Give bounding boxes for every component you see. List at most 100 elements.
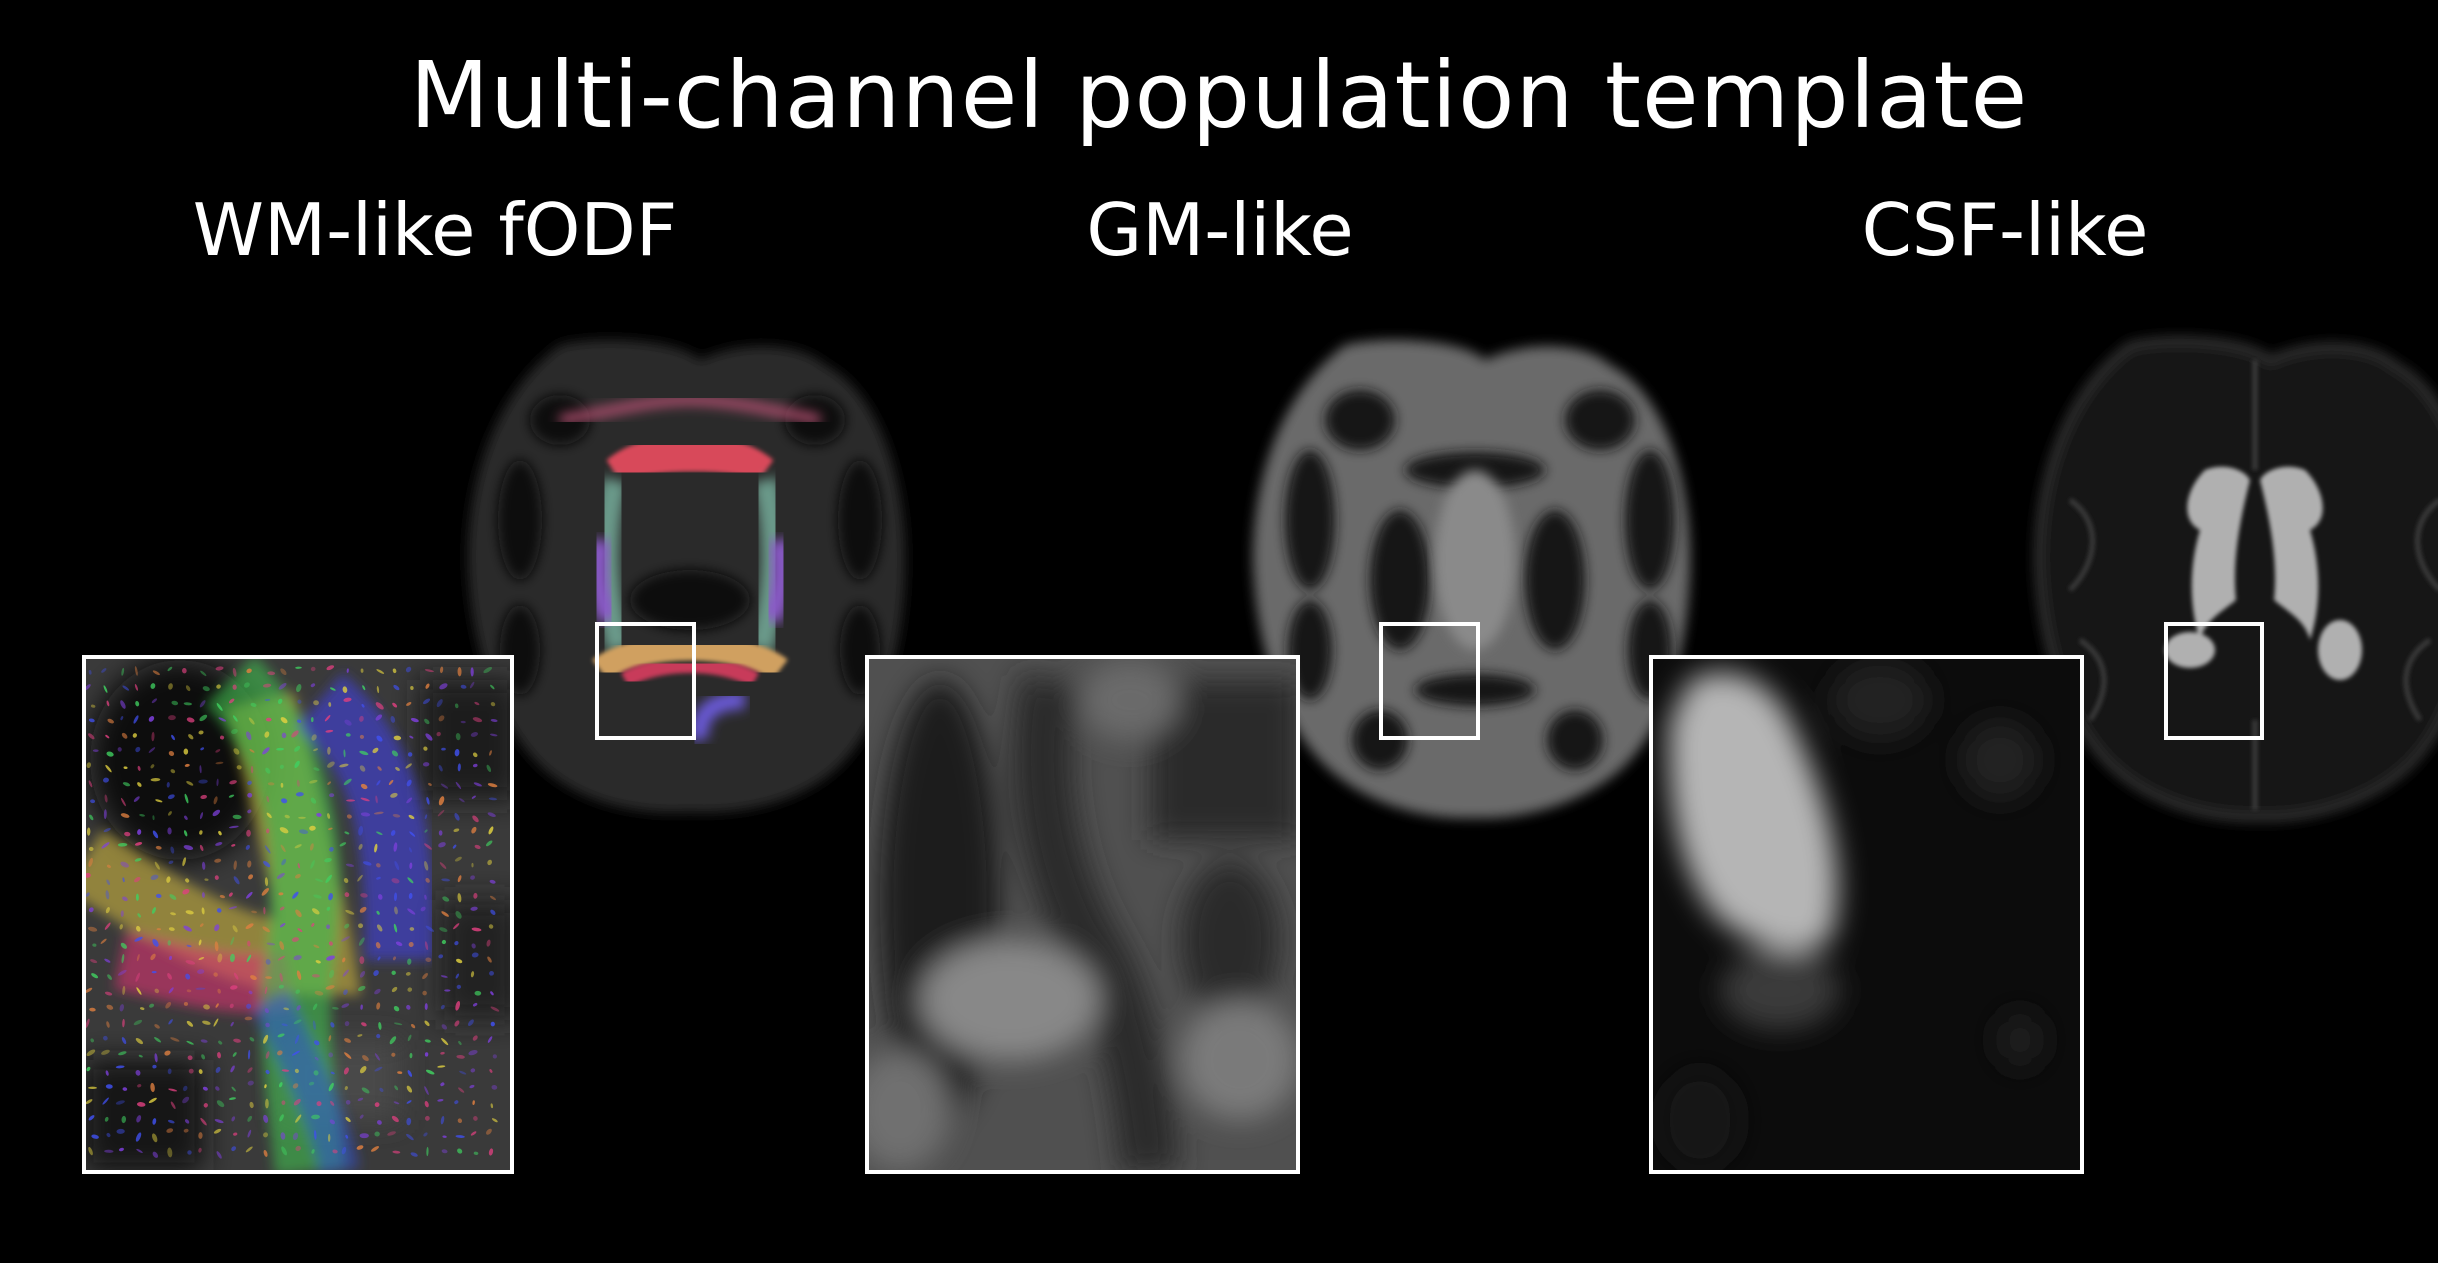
fodf-glyph	[375, 714, 383, 721]
fodf-glyph	[246, 731, 252, 741]
fodf-glyph	[137, 1084, 142, 1088]
fodf-glyph	[265, 1069, 270, 1075]
fodf-glyph	[359, 1066, 367, 1074]
fodf-glyph	[215, 749, 221, 753]
fodf-glyph	[199, 700, 206, 708]
fodf-glyph	[345, 1100, 351, 1105]
fodf-glyph	[330, 1022, 335, 1028]
fodf-glyph	[88, 670, 92, 675]
fodf-glyph	[280, 1132, 286, 1140]
fodf-glyph	[471, 795, 476, 799]
fodf-glyph	[280, 844, 286, 853]
fodf-glyph	[279, 827, 289, 834]
fodf-glyph	[230, 985, 238, 990]
fodf-glyph	[310, 860, 315, 869]
fodf-glyph	[292, 891, 299, 899]
fodf-glyph	[276, 747, 285, 751]
fodf-glyph	[102, 1097, 109, 1105]
fodf-glyph	[186, 781, 194, 786]
fodf-glyph	[343, 778, 352, 786]
fodf-glyph	[453, 828, 460, 833]
fodf-glyph	[231, 728, 238, 735]
fodf-glyph	[265, 1022, 270, 1028]
fodf-glyph	[343, 697, 352, 702]
fodf-glyph	[197, 969, 205, 974]
fodf-glyph	[216, 908, 222, 913]
fodf-glyph	[90, 799, 96, 804]
csf-brain-slice	[2034, 337, 2438, 822]
fodf-glyph	[251, 910, 258, 914]
fodf-glyph	[152, 815, 155, 821]
fodf-glyph	[167, 794, 175, 800]
fodf-glyph	[490, 684, 495, 690]
fodf-glyph	[407, 987, 413, 992]
fodf-glyph	[167, 940, 171, 946]
fodf-glyph	[470, 875, 475, 880]
fodf-glyph	[422, 990, 427, 996]
fodf-glyph	[294, 1034, 300, 1044]
fodf-glyph	[246, 954, 252, 963]
figure-title: Multi-channel population template	[409, 42, 2029, 149]
fodf-glyph	[370, 1146, 380, 1152]
fodf-glyph	[264, 731, 270, 738]
fodf-glyph	[357, 1034, 363, 1037]
fodf-glyph	[424, 1086, 429, 1096]
fodf-glyph	[85, 892, 90, 897]
fodf-glyph	[454, 856, 462, 862]
fodf-glyph	[314, 878, 324, 883]
fodf-glyph	[84, 987, 93, 994]
fodf-glyph	[183, 830, 188, 837]
fodf-glyph	[134, 858, 142, 862]
fodf-glyph	[471, 952, 479, 958]
fodf-glyph	[372, 747, 379, 754]
fodf-glyph	[183, 1002, 189, 1006]
fodf-glyph	[215, 1003, 219, 1008]
fodf-glyph	[408, 847, 412, 853]
fodf-glyph	[311, 1149, 315, 1154]
fodf-glyph	[454, 1100, 459, 1105]
fodf-glyph	[422, 972, 428, 980]
fodf-glyph	[471, 943, 476, 949]
fodf-glyph	[279, 764, 284, 769]
fodf-glyph	[263, 1132, 269, 1138]
fodf-glyph	[489, 971, 494, 976]
fodf-glyph	[101, 668, 107, 673]
fodf-glyph	[296, 779, 300, 787]
fodf-glyph	[410, 717, 419, 723]
fodf-glyph	[359, 1114, 364, 1119]
fodf-glyph	[204, 878, 209, 881]
fodf-glyph	[247, 940, 251, 947]
fodf-glyph	[469, 1084, 475, 1089]
fodf-glyph	[122, 685, 130, 691]
fodf-glyph	[229, 953, 235, 963]
fodf-glyph	[104, 922, 111, 930]
fodf-glyph	[101, 842, 110, 849]
fodf-glyph	[490, 909, 496, 915]
fodf-glyph	[373, 970, 379, 976]
fodf-glyph	[460, 684, 467, 689]
fodf-glyph	[115, 1100, 125, 1105]
fodf-glyph	[327, 813, 331, 819]
fodf-glyph	[267, 782, 275, 786]
fodf-glyph	[250, 765, 254, 774]
fodf-glyph	[88, 846, 94, 852]
fodf-glyph	[154, 1024, 160, 1029]
fodf-glyph	[424, 669, 434, 673]
fodf-glyph	[150, 777, 161, 782]
fodf-glyph	[220, 735, 225, 740]
fodf-glyph	[115, 1065, 125, 1069]
fodf-glyph	[228, 1097, 237, 1100]
fodf-glyph	[376, 910, 380, 915]
fodf-glyph	[344, 1052, 352, 1059]
fodf-glyph	[232, 925, 238, 933]
fodf-glyph	[151, 731, 155, 742]
fodf-glyph	[135, 1069, 141, 1076]
fodf-glyph	[439, 683, 448, 690]
fodf-glyph	[246, 829, 251, 837]
fodf-glyph	[490, 991, 494, 996]
fodf-glyph	[262, 747, 270, 755]
fodf-glyph	[325, 874, 332, 883]
fodf-glyph	[346, 814, 352, 819]
fodf-glyph	[281, 858, 287, 866]
fodf-glyph	[120, 861, 129, 868]
